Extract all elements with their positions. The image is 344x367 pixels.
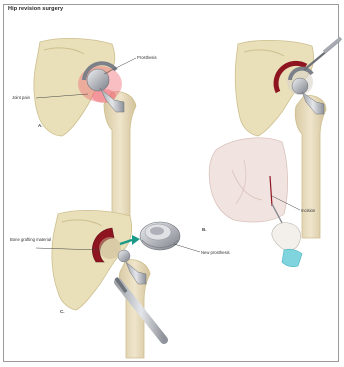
new-prosthesis-cup [140,222,180,250]
label-bone-grafting-1: Bone grafting material [10,237,51,242]
prosthesis-ball-c [118,250,130,262]
panel-label-a: A. [38,123,43,128]
panel-a: Prosthesis Joint pain A. [12,38,157,236]
panel-c: Bone grafting material New prosthesis C. [10,210,230,358]
femur-b [295,96,326,238]
skin-hip [209,138,287,222]
gloved-hand [272,223,301,251]
label-incision: Incision [301,208,316,213]
label-prosthesis: Prosthesis [137,55,157,60]
prosthesis-ball-a [87,69,109,91]
prosthesis-ball-b [292,78,308,94]
panel-label-b: B. [202,227,207,232]
panel-label-c: C. [60,309,65,314]
label-new-prosthesis: New prosthesis [201,250,230,255]
panel-b-incision: Incision B. [202,138,316,267]
label-joint-pain: Joint pain [12,95,31,100]
glove-cuff [282,249,302,267]
label-bone-grafting: Bone grafting material [10,237,51,242]
